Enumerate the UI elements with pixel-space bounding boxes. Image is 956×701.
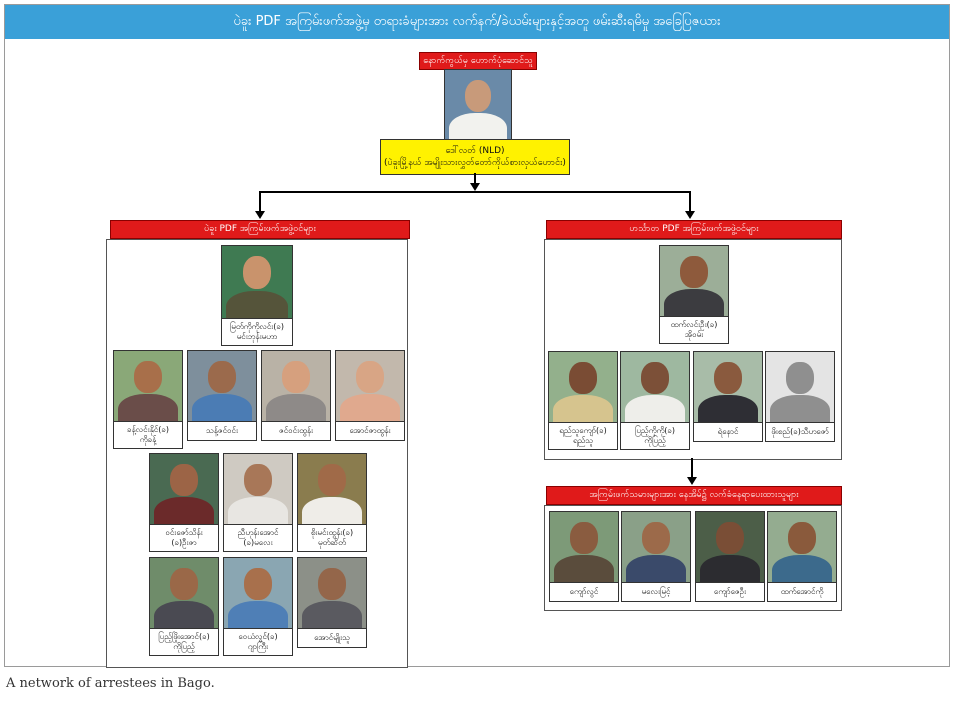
member-photo <box>695 511 765 583</box>
left-head-caption: မြတ်ကိုကိုလင်း(ခ) မင်းဘုန်းမဟာ <box>221 318 293 346</box>
member-caption: အောင်မျိုးသူ <box>297 628 367 648</box>
member-caption: ဝင်းဇော်သိန်း(ခ)ဦးဇာ <box>149 524 219 552</box>
caption-line: ရည်သူ <box>572 436 594 445</box>
member-photo <box>335 350 405 422</box>
caption-line: (ခ)ဦးဇာ <box>171 538 197 547</box>
member-caption: မလေးမြင့် <box>621 582 691 602</box>
member-photo <box>149 557 219 629</box>
caption-line: ဖိုးစည်(ခ)သီဟဇော် <box>771 426 829 436</box>
caption-line: အောင်ဇာထွန်း <box>349 425 391 435</box>
caption-line: အိုဝမ်း <box>684 330 704 339</box>
caption-line: ပြည့်ဖြိုးအောင်(ခ) <box>158 631 210 641</box>
member-photo <box>187 350 257 422</box>
caption-line: ရဲနောင် <box>717 426 739 436</box>
caption-line: ဂျာကြီး <box>247 642 269 651</box>
left-head-photo <box>221 245 293 319</box>
leader-name: ဒေါ်လတ် (NLD) <box>445 145 505 156</box>
leader-label: နောက်ကွယ်မှ ဟောက်ပုံဆောင်သူ <box>419 52 537 70</box>
member-photo <box>767 511 837 583</box>
member-photo <box>261 350 331 422</box>
member-photo <box>621 511 691 583</box>
member-caption: အောင်ဇာထွန်း <box>335 421 405 441</box>
connector-line <box>259 191 691 193</box>
caption-line: ကိုပြည့် <box>173 642 195 651</box>
caption-line: ညီဟုန်းအောင် <box>237 527 279 537</box>
leader-photo <box>444 69 512 141</box>
member-caption: ထက်အောင်ကို <box>767 582 837 602</box>
caption-line: ဇင်ဝင်းထွန်း <box>278 425 314 435</box>
right-head-caption: ထက်လင်းဦး(ခ) အိုဝမ်း <box>659 316 729 344</box>
leader-name-box: ဒေါ်လတ် (NLD) (ပဲခူးမြို့နယ် အမျိုးသားလွ… <box>380 139 570 175</box>
shelter-group-label: အကြမ်းဖက်သမားများအား နေအိမ်၌ လက်ခံနေရာပေ… <box>546 486 842 505</box>
connector-line <box>689 191 691 213</box>
caption-line: သန့်ဇင်ဝင်း <box>205 425 239 435</box>
member-photo <box>549 511 619 583</box>
member-photo <box>223 453 293 525</box>
member-photo <box>620 351 690 423</box>
connector-line <box>259 191 261 213</box>
caption-line: မင်းဘုန်းမဟာ <box>236 332 278 341</box>
member-photo <box>113 350 183 422</box>
left-group-label: ပဲခူး PDF အကြမ်းဖက်အဖွဲ့ဝင်များ <box>110 220 410 239</box>
caption-line: ကိုခန့် <box>139 435 157 444</box>
member-caption: သန့်ဇင်ဝင်း <box>187 421 257 441</box>
member-caption: ရဲနောင် <box>693 422 763 442</box>
member-photo <box>149 453 219 525</box>
caption-line: ထက်လင်းဦး(ခ) <box>670 319 718 329</box>
member-caption: ကျော်လွင် <box>549 582 619 602</box>
member-photo <box>223 557 293 629</box>
member-caption: ဖိုးစည်(ခ)သီဟဇော် <box>765 422 835 442</box>
member-photo <box>548 351 618 423</box>
caption-line: ပြည့်ကိုကို(ခ) <box>634 425 676 435</box>
placeholder-person-icon <box>765 351 835 423</box>
figure-caption: A network of arrestees in Bago. <box>6 676 215 691</box>
arrow-down-icon <box>470 183 480 191</box>
member-caption: ရည်သူကျော်(ခ)ရည်သူ <box>548 422 618 450</box>
caption-line: ထက်အောင်ကို <box>780 586 824 596</box>
member-caption: ညီဟုန်းအောင်(ခ)မလေး <box>223 524 293 552</box>
caption-line: ခန့်လင်းနိုင်(ခ) <box>127 424 169 434</box>
connector-line <box>474 173 476 187</box>
right-group-label: ဟင်္သာတ PDF အကြမ်းဖက်အဖွဲ့ဝင်များ <box>546 220 842 239</box>
caption-line: ဝင်းဇော်သိန်း <box>165 527 203 537</box>
caption-line: ကျော်လွင် <box>569 586 599 596</box>
caption-line: ကိုပြည့် <box>644 436 666 445</box>
caption-line: ကျော်ဇေဦး <box>713 586 747 596</box>
arrow-down-icon <box>685 211 695 219</box>
member-photo <box>297 557 367 629</box>
member-caption: ခန့်လင်းနိုင်(ခ)ကိုခန့် <box>113 421 183 449</box>
caption-line: စိုးမင်းထွန်း(ခ) <box>310 527 354 537</box>
caption-line: (ခ)မလေး <box>243 538 273 547</box>
member-caption: ဇင်ဝင်းထွန်း <box>261 421 331 441</box>
member-caption: စိုးမင်းထွန်း(ခ)မုတ်ဆိတ် <box>297 524 367 552</box>
caption-line: မြတ်ကိုကိုလင်း(ခ) <box>229 321 285 331</box>
member-caption: ပြည့်ဖြိုးအောင်(ခ)ကိုပြည့် <box>149 628 219 656</box>
caption-line: ရည်သူကျော်(ခ) <box>559 425 607 435</box>
connector-line <box>691 458 693 478</box>
arrow-down-icon <box>687 477 697 485</box>
chart-title: ပဲခူး PDF အကြမ်းဖက်အဖွဲ့မှ တရားခံများအား… <box>5 5 949 39</box>
member-photo <box>297 453 367 525</box>
member-caption: ကျော်ဇေဦး <box>695 582 765 602</box>
caption-line: အောင်မျိုးသူ <box>314 632 350 642</box>
leader-title: (ပဲခူးမြို့နယ် အမျိုးသားလွှတ်တော်ကိုယ်စာ… <box>384 158 566 168</box>
caption-line: မုတ်ဆိတ် <box>318 538 346 547</box>
right-head-photo <box>659 245 729 317</box>
chart-frame: ပဲခူး PDF အကြမ်းဖက်အဖွဲ့မှ တရားခံများအား… <box>4 4 950 668</box>
caption-line: မလေးမြင့် <box>641 586 671 596</box>
arrow-down-icon <box>255 211 265 219</box>
member-caption: ဝေယံလွင်(ခ)ဂျာကြီး <box>223 628 293 656</box>
caption-line: ဝေယံလွင်(ခ) <box>238 631 278 641</box>
member-caption: ပြည့်ကိုကို(ခ)ကိုပြည့် <box>620 422 690 450</box>
member-photo <box>693 351 763 423</box>
